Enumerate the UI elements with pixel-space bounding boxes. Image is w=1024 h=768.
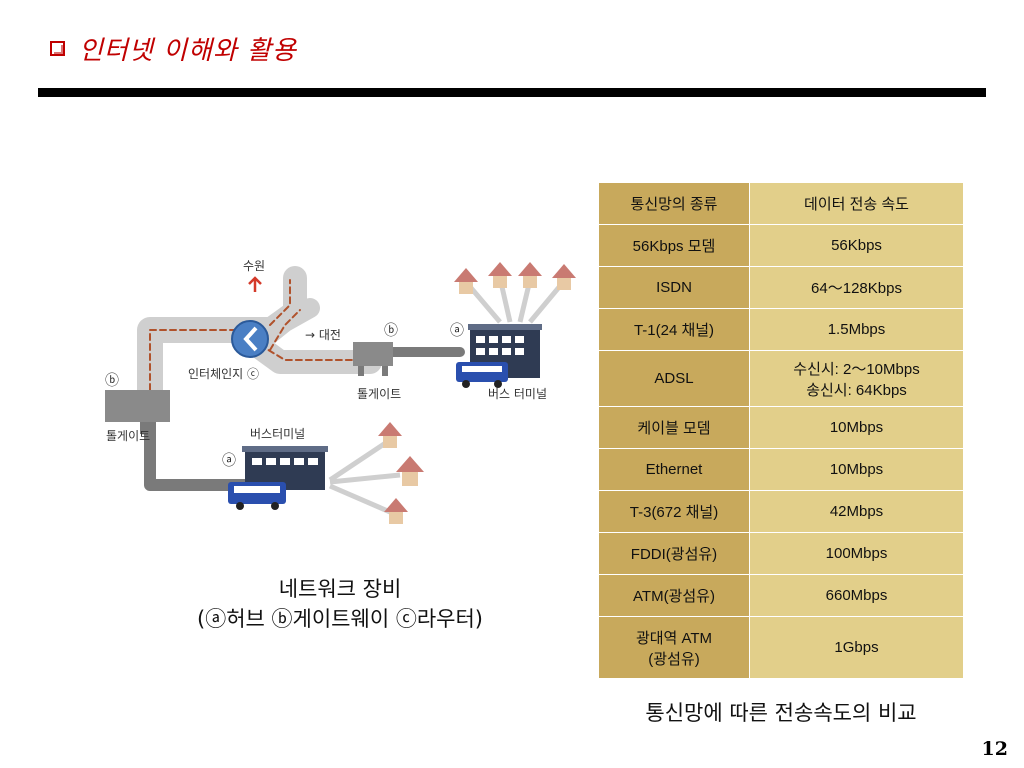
bus-icon [456, 362, 508, 388]
table-row: FDDI(광섬유) 100Mbps [598, 532, 964, 575]
cell-type-line2: (광섬유) [648, 650, 700, 668]
cell-speed: 1Gbps [749, 616, 964, 679]
diagram-caption: 네트워크 장비 (ⓐ허브 ⓑ게이트웨이 ⓒ라우터) [140, 574, 540, 634]
label-suwon: 수원 [243, 259, 265, 273]
label-interchange: 인터체인지 ⓒ [188, 367, 259, 381]
label-bus-terminal-bottom: 버스터미널 [250, 427, 305, 441]
cell-type: ISDN [598, 266, 750, 309]
label-daejeon: → 대전 [305, 328, 341, 342]
table-row: ADSL 수신시: 2～10Mbps 송신시: 64Kbps [598, 350, 964, 407]
house-icons-bottom [328, 422, 424, 524]
cell-type: Ethernet [598, 448, 750, 491]
table-row: T-1(24 채널) 1.5Mbps [598, 308, 964, 351]
router-icon [231, 320, 269, 358]
table-row: 광대역 ATM (광섬유) 1Gbps [598, 616, 964, 679]
page-number: 12 [981, 738, 1008, 760]
cell-type: T-3(672 채널) [598, 490, 750, 533]
table-caption: 통신망에 따른 전송속도의 비교 [645, 701, 917, 725]
title-text: 인터넷 이해와 활용 [79, 35, 297, 66]
house-icons-top [454, 262, 576, 324]
cell-speed: 660Mbps [749, 574, 964, 617]
cell-speed: 10Mbps [749, 406, 964, 449]
header-type: 통신망의 종류 [598, 182, 750, 225]
cell-speed: 56Kbps [749, 224, 964, 267]
table-row: 케이블 모뎀 10Mbps [598, 406, 964, 449]
label-tollgate-left: 톨게이트 [106, 429, 150, 443]
diagram-caption-line2: (ⓐ허브 ⓑ게이트웨이 ⓒ라우터) [197, 607, 483, 631]
checkbox-bullet-icon [50, 40, 65, 56]
label-bus-terminal-right: 버스 터미널 [488, 387, 547, 401]
cell-speed: 64～128Kbps [749, 266, 964, 309]
cell-type: 광대역 ATM (광섬유) [598, 616, 750, 679]
table-header-row: 통신망의 종류 데이터 전송 속도 [598, 182, 964, 225]
network-diagram: 수원 → 대전 인터체인지 ⓒ ⓑ 톨게이트 ⓑ 톨게이트 ⓐ 버스 터미널 [105, 259, 576, 524]
cell-speed: 42Mbps [749, 490, 964, 533]
marker-b-left: ⓑ [105, 373, 119, 389]
cell-speed: 100Mbps [749, 532, 964, 575]
table-row: ATM(광섬유) 660Mbps [598, 574, 964, 617]
bus-bottom-icon [228, 482, 286, 510]
table-row: ISDN 64～128Kbps [598, 266, 964, 309]
label-tollgate-top: 톨게이트 [357, 387, 401, 401]
cell-speed-line2: 송신시: 64Kbps [806, 381, 907, 399]
header-speed: 데이터 전송 속도 [749, 182, 964, 225]
cell-type: ATM(광섬유) [598, 574, 750, 617]
cell-speed: 수신시: 2～10Mbps 송신시: 64Kbps [749, 350, 964, 407]
tollgate-top-icon [353, 342, 393, 376]
cell-type: 케이블 모뎀 [598, 406, 750, 449]
cell-speed: 1.5Mbps [749, 308, 964, 351]
title-divider [38, 88, 986, 97]
table-row: 56Kbps 모뎀 56Kbps [598, 224, 964, 267]
cell-speed: 10Mbps [749, 448, 964, 491]
cell-type: T-1(24 채널) [598, 308, 750, 351]
tollgate-left-icon [105, 390, 170, 434]
table-row: T-3(672 채널) 42Mbps [598, 490, 964, 533]
arrow-up-icon [248, 276, 262, 292]
cell-type-line1: 광대역 ATM [635, 629, 713, 647]
cell-type: ADSL [598, 350, 750, 407]
speed-table: 통신망의 종류 데이터 전송 속도 56Kbps 모뎀 56Kbps ISDN … [598, 182, 964, 679]
marker-a-right: ⓐ [450, 323, 464, 339]
cell-type: FDDI(광섬유) [598, 532, 750, 575]
marker-b-top: ⓑ [384, 323, 398, 339]
cell-type: 56Kbps 모뎀 [598, 224, 750, 267]
diagram-caption-line1: 네트워크 장비 [278, 577, 402, 601]
table-row: Ethernet 10Mbps [598, 448, 964, 491]
marker-a-bottom: ⓐ [222, 453, 236, 469]
cell-speed-line1: 수신시: 2～10Mbps [793, 360, 920, 378]
slide-title: 인터넷 이해와 활용 [50, 28, 297, 68]
